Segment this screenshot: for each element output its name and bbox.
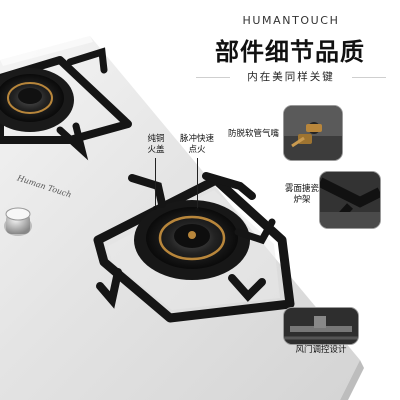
hose-nozzle-inset (284, 106, 342, 160)
callout-line (155, 158, 156, 208)
callout-dot (195, 208, 199, 212)
right-burner (93, 172, 295, 323)
burner-frame-inset (320, 172, 380, 228)
brand-name: HUMANTOUCH (242, 14, 340, 27)
callout-pulse-ignition: 脉冲快速 点火 (179, 134, 214, 155)
callout-copper-cap: 纯铜 火盖 (147, 134, 165, 155)
left-burner (0, 47, 132, 161)
divider-left (196, 77, 230, 78)
page-subtitle: 内在美同样关键 (247, 71, 335, 83)
callout-burner-frame: 雾面搪瓷 炉架 (284, 184, 319, 205)
divider-right (352, 77, 386, 78)
page-title: 部件细节品质 (215, 38, 365, 66)
damper-inset (284, 308, 358, 344)
callout-damper-design: 风门调控设计 (295, 345, 347, 355)
control-knob (4, 207, 32, 236)
callout-hose-nozzle: 防脱软管气嘴 (228, 129, 280, 139)
callout-line (197, 158, 198, 210)
callout-dot (153, 206, 157, 210)
